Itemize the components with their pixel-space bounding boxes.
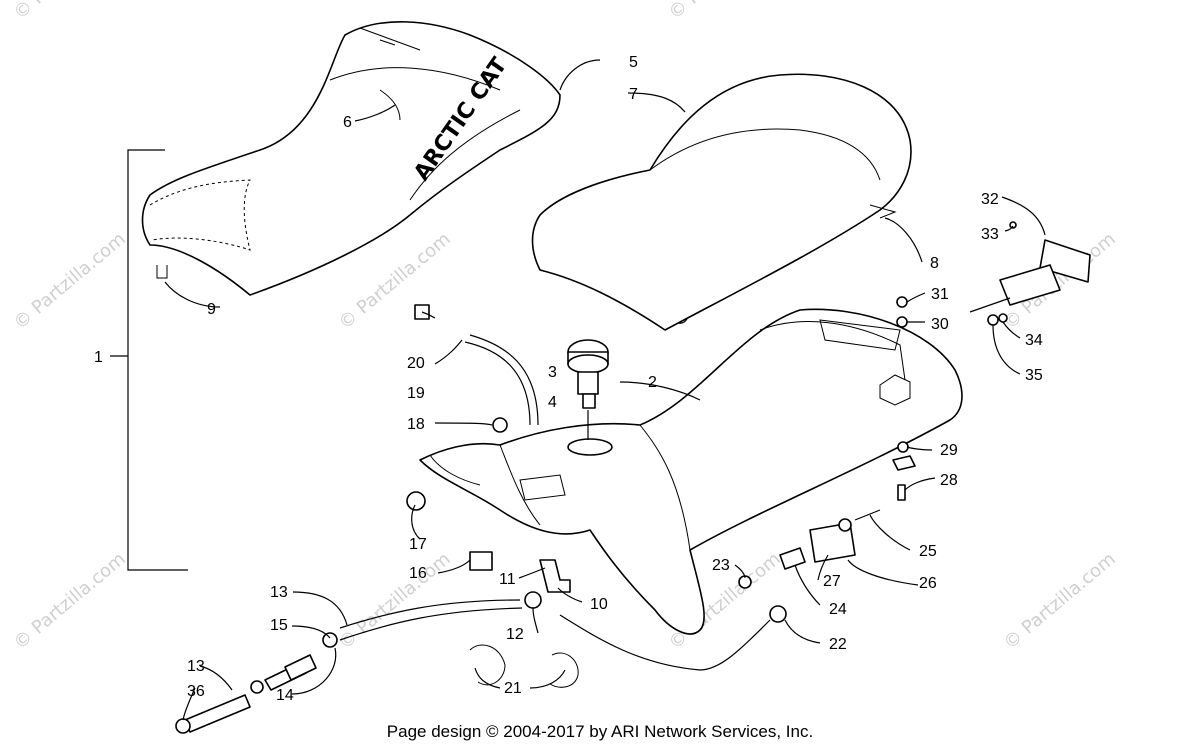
callout-36: 36	[187, 683, 205, 700]
callout-8: 8	[930, 255, 939, 272]
callout-7: 7	[629, 86, 638, 103]
watermark: © Partzilla.com	[665, 0, 785, 24]
callout-5: 5	[629, 54, 638, 71]
page-footer: Page design © 2004-2017 by ARI Network S…	[386, 722, 814, 741]
assembly-bracket	[127, 149, 188, 571]
callout-32: 32	[981, 191, 999, 208]
callout-13b: 13	[187, 658, 205, 675]
watermark: © Partzilla.com	[335, 548, 455, 653]
callout-35: 35	[1025, 367, 1043, 384]
watermark: © Partzilla.com	[10, 228, 130, 333]
seat-clip	[156, 265, 168, 279]
nut	[896, 296, 908, 308]
elbow-fitting	[539, 559, 571, 593]
hose-clamp	[524, 591, 542, 609]
seat-base	[419, 308, 963, 635]
callout-11: 11	[499, 571, 516, 588]
callout-33: 33	[981, 226, 999, 243]
callout-31: 31	[931, 286, 949, 303]
callout-15: 15	[270, 617, 288, 634]
watermark: © Partzilla.com	[10, 0, 130, 24]
seat-cover-right	[531, 73, 912, 331]
watermarks: © Partzilla.com © Partzilla.com © Partzi…	[10, 0, 1120, 654]
callout-30: 30	[931, 316, 949, 333]
callout-4: 4	[548, 394, 557, 411]
callout-21: 21	[504, 680, 522, 697]
hose-clip	[469, 644, 506, 686]
vent-hose	[464, 334, 539, 426]
callout-14: 14	[276, 687, 294, 704]
callout-19: 19	[407, 385, 425, 402]
callout-27: 27	[823, 573, 841, 590]
decal	[469, 551, 493, 571]
callout-23: 23	[712, 557, 730, 574]
callout-10: 10	[590, 596, 608, 613]
fuel-cap	[567, 339, 609, 440]
callout-25: 25	[919, 543, 937, 560]
callout-18: 18	[407, 416, 425, 433]
callout-28: 28	[940, 472, 958, 489]
callout-29: 29	[940, 442, 958, 459]
callout-6: 6	[343, 114, 352, 131]
cable	[559, 614, 771, 671]
washer	[896, 316, 908, 328]
mount-hardware	[892, 441, 916, 501]
sensor-assembly	[738, 509, 881, 589]
rosette	[406, 491, 426, 511]
callout-34: 34	[1025, 332, 1043, 349]
callout-17: 17	[409, 536, 427, 553]
seat-left: ARCTIC CAT	[141, 21, 561, 296]
fuel-line-lower	[175, 632, 338, 734]
hose-clip	[549, 652, 579, 688]
callout-13a: 13	[270, 584, 288, 601]
callout-1: 1	[94, 349, 103, 366]
fuel-hose	[339, 599, 523, 641]
watermark: © Partzilla.com	[1000, 548, 1120, 653]
callout-26: 26	[919, 575, 937, 592]
callout-22: 22	[829, 636, 847, 653]
watermark: © Partzilla.com	[10, 548, 130, 653]
leader-lines	[164, 59, 1046, 721]
callout-12: 12	[506, 626, 524, 643]
callout-numbers: 1 2 3 4 5 6 7 8 9 10 11 12 13 13 14 15 1…	[94, 54, 1043, 704]
callout-16: 16	[409, 565, 427, 582]
callout-3: 3	[548, 364, 557, 381]
callout-9: 9	[207, 301, 216, 318]
callout-2: 2	[648, 374, 657, 391]
grommet	[492, 417, 508, 433]
callout-20: 20	[407, 355, 425, 372]
gauge-sender	[969, 221, 1091, 326]
callout-24: 24	[829, 601, 847, 618]
